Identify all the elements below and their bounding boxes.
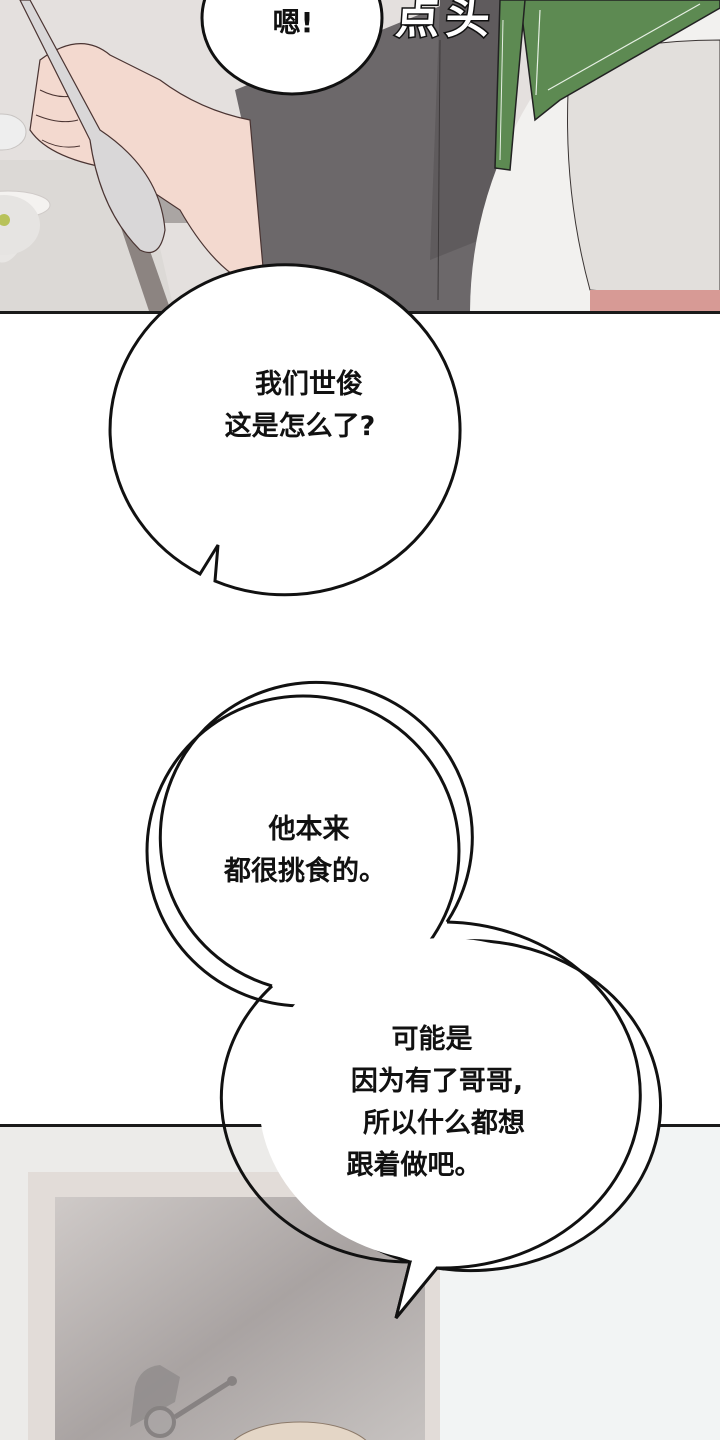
speech-line: 都很挑食的。 <box>224 856 386 887</box>
speech-line: 所以什么都想 <box>363 1108 525 1139</box>
speech-text-1: 嗯! <box>248 4 338 42</box>
speech-line: 这是怎么了? <box>224 411 376 442</box>
speech-line: 我们世俊 <box>255 369 363 400</box>
speech-line: 嗯! <box>272 6 314 39</box>
speech-text-3: 他本来 都很挑食的。 <box>200 809 410 893</box>
speech-text-4: 可能是 因为有了哥哥, 所以什么都想 跟着做吧。 <box>312 1019 562 1187</box>
speech-line: 可能是 <box>391 1024 473 1055</box>
panel-top-artwork <box>0 0 720 311</box>
sailor-collar <box>494 0 720 171</box>
speech-line: 因为有了哥哥, <box>350 1066 524 1097</box>
speech-line: 跟着做吧。 <box>346 1150 482 1181</box>
comic-panel-top: 点头 <box>0 0 720 314</box>
bowl-icon <box>0 113 51 263</box>
pirate-sticker-icon <box>130 1365 237 1438</box>
sfx-nod: 点头 <box>392 0 499 46</box>
speech-line: 他本来 <box>268 814 350 845</box>
speech-text-2: 我们世俊 这是怎么了? <box>190 364 410 448</box>
